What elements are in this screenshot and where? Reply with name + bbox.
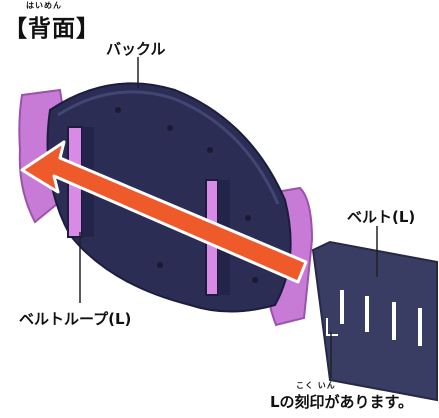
buckle-rim xyxy=(57,90,280,205)
belt-l-label: ベルト(L) xyxy=(347,208,416,226)
screw-holes xyxy=(84,107,258,283)
insert-direction-arrow xyxy=(20,140,308,284)
belt-loop-l-label: ベルトループ(L) xyxy=(19,310,132,328)
buckle-label: バックル xyxy=(106,40,166,58)
page-title: 【背面】 xyxy=(4,16,100,42)
leader-lines xyxy=(79,57,378,378)
engraving-ruby: こく いん xyxy=(296,381,336,390)
l-engraving-mark xyxy=(326,318,338,336)
title-ruby: はいめん xyxy=(26,1,62,10)
belt-l-strap xyxy=(311,240,438,402)
engraving-label: Lの刻印があります。 xyxy=(270,393,414,411)
